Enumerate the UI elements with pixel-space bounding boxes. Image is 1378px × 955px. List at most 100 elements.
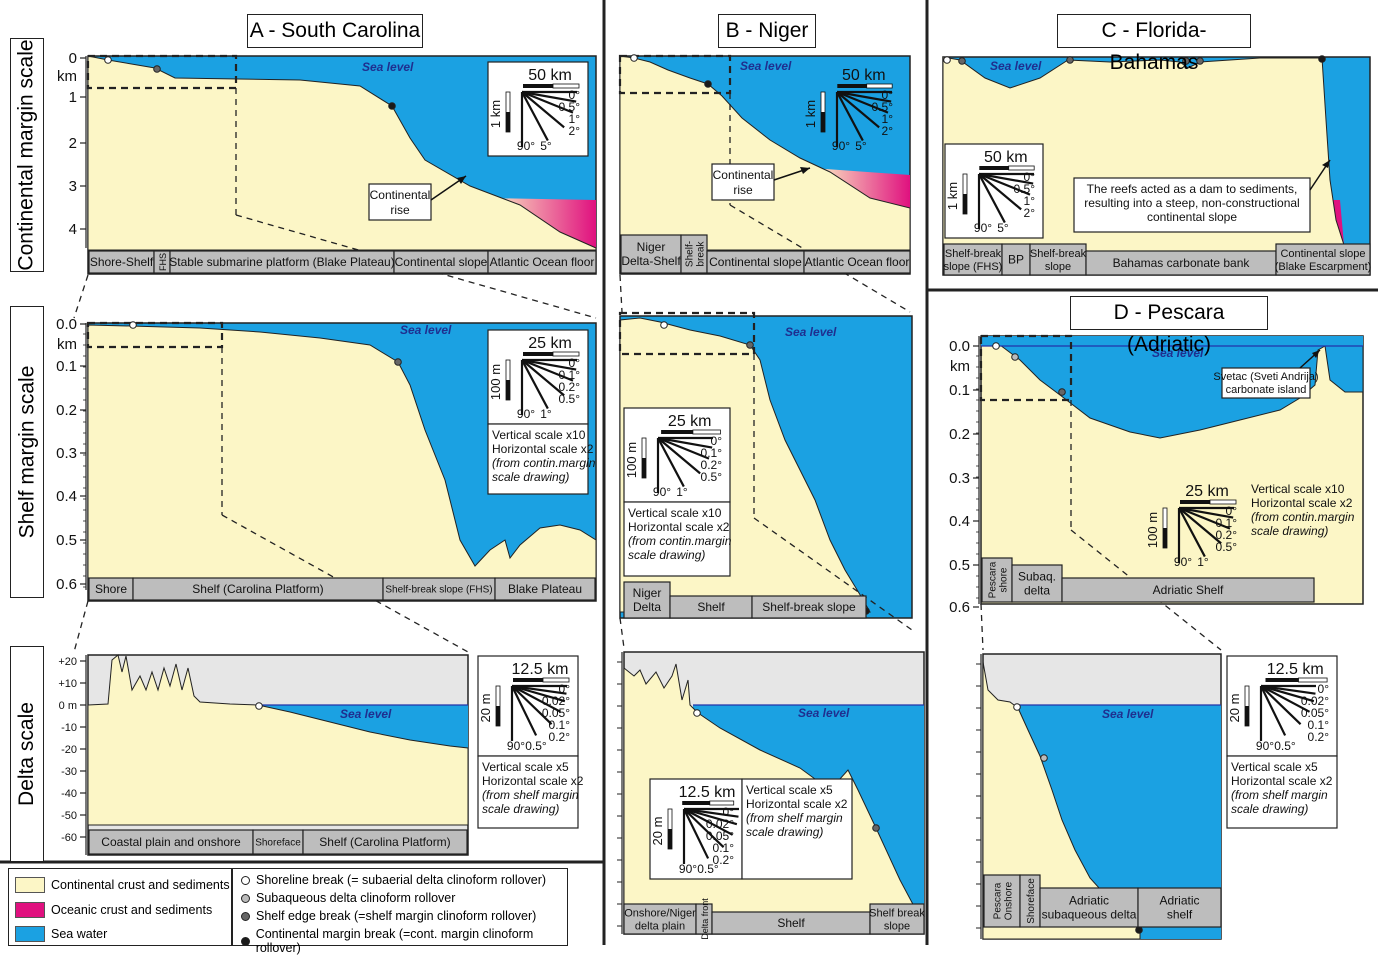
fan-line [1260,684,1315,703]
scale-box [649,778,743,880]
zone-label: Subaq.delta [1011,564,1063,603]
label-text: shelf [1167,908,1193,922]
scale-bar-black [513,678,543,682]
vscale-bar-black [1245,706,1249,726]
zone-label-box [680,234,708,274]
legend-divider [231,869,233,945]
label-text: Shelf [777,916,805,930]
title-niger: B - Niger [718,14,816,48]
zone-label-box [494,577,596,601]
zone-label-box [869,903,925,935]
axis-tick-label: -40 [61,788,77,800]
label-text: Shelf (Carolina Platform) [192,582,323,596]
scale-bar-white [1008,165,1035,171]
label-text: Continental [713,168,774,182]
fan-line [1260,685,1287,736]
fan-line [683,808,725,848]
fan-line [511,685,562,713]
angle-label: 0° [723,805,735,819]
scale-length-label: 25 km [528,335,572,352]
scale-bar-black [837,84,867,88]
label-text: Atlantic Ocean floor [805,255,910,269]
scale-legend: 50 km1 km0°0.5°1°2°90°5° [487,61,589,157]
zone-label: Atlantic Ocean floor [803,250,911,274]
zone-label-box [1011,564,1063,603]
sea-level-label: Sea level [362,60,414,74]
subaqueous-delta-rollover [1040,754,1048,762]
fan-line [657,437,701,475]
legend-label: Oceanic crust and sediments [51,903,213,917]
title-florida-bahamas: C - Florida-Bahamas [1057,14,1251,74]
panel-a-delta [87,654,469,856]
angle-label: 1° [569,112,581,126]
black-dot-icon [241,936,250,946]
zone-label: BP [1001,243,1031,276]
fan-line [1178,507,1222,545]
label-text: Shelf-break slope [762,600,856,614]
label-text: subaqueous delta [1042,908,1137,922]
legend-item-continental-break: Continental margin break (=cont. margin … [241,927,567,955]
angle-label: 1° [1024,194,1036,208]
scale-note-text: (from contin.margin [628,534,732,548]
angle-label: 0.5° [1014,182,1036,196]
angle-label: 90° [507,739,525,753]
fan-line [521,358,574,382]
angle-label: 0.1° [1216,516,1238,530]
scale-note-text: Horizontal scale x2 [492,442,594,456]
label-text: Pescara [993,882,1004,919]
scale-note-text: (from shelf margin [482,788,579,802]
legend-item-subaqueous: Subaqueous delta clinoform rollover [241,891,455,905]
vscale-label: 1 km [945,182,960,210]
angle-label: 0.02° [1301,694,1329,708]
angle-label: 0.5° [559,100,581,114]
scale-bar-white [552,83,580,89]
scale-note-text: scale drawing) [746,825,823,839]
fan-line [657,437,685,488]
angle-label: 1° [1197,555,1209,569]
subaqueous-delta-rollover [1011,353,1019,361]
scale-bar-white [866,83,893,89]
angle-label: 0.5° [525,739,547,753]
angle-label: 90° [832,139,850,153]
angle-label: 2° [1024,206,1036,220]
zone-label: Shore-Shelf [88,250,155,274]
label-text: Adriatic Shelf [1153,583,1224,597]
zone-label-box [981,557,1013,603]
axis-tick-label: 1 [69,89,77,106]
scale-length-label: 50 km [528,67,572,84]
legend-item-sea: Sea water [15,926,107,942]
fan-line [511,685,538,736]
annotation-svetac: Svetac (Sveti Andrija)carbonate island [1213,349,1321,399]
annotation-box [368,183,432,221]
legend-label: Continental crust and sediments [51,878,230,892]
fan-line [683,807,739,818]
angle-label: 0° [569,356,581,370]
label-text: rise [390,203,410,217]
angle-label: 90° [1174,555,1192,569]
scale-legend: 50 km1 km0°0.5°1°2°90°5° [944,143,1044,239]
zone-label-box [751,595,867,619]
axis-tick-label: 0.6 [949,599,970,616]
scale-note-text: scale drawing) [1251,524,1328,538]
label-text: Continental slope [395,255,488,269]
angle-label: 0.1° [559,368,581,382]
label-text: slope [884,920,910,932]
angle-label: 5° [540,139,552,153]
row-label-shelf: Shelf margin scale [10,306,44,598]
fan-line [521,359,565,397]
label-text: Bahamas carbonate bank [1113,256,1251,270]
angle-label: 90° [653,485,671,499]
angle-label: 2° [882,124,894,138]
vscale-label: 100 m [624,442,639,478]
axis-tick-label: km [950,358,970,375]
sea-level-label: Sea level [990,59,1042,73]
scale-length-label: 50 km [984,149,1028,166]
